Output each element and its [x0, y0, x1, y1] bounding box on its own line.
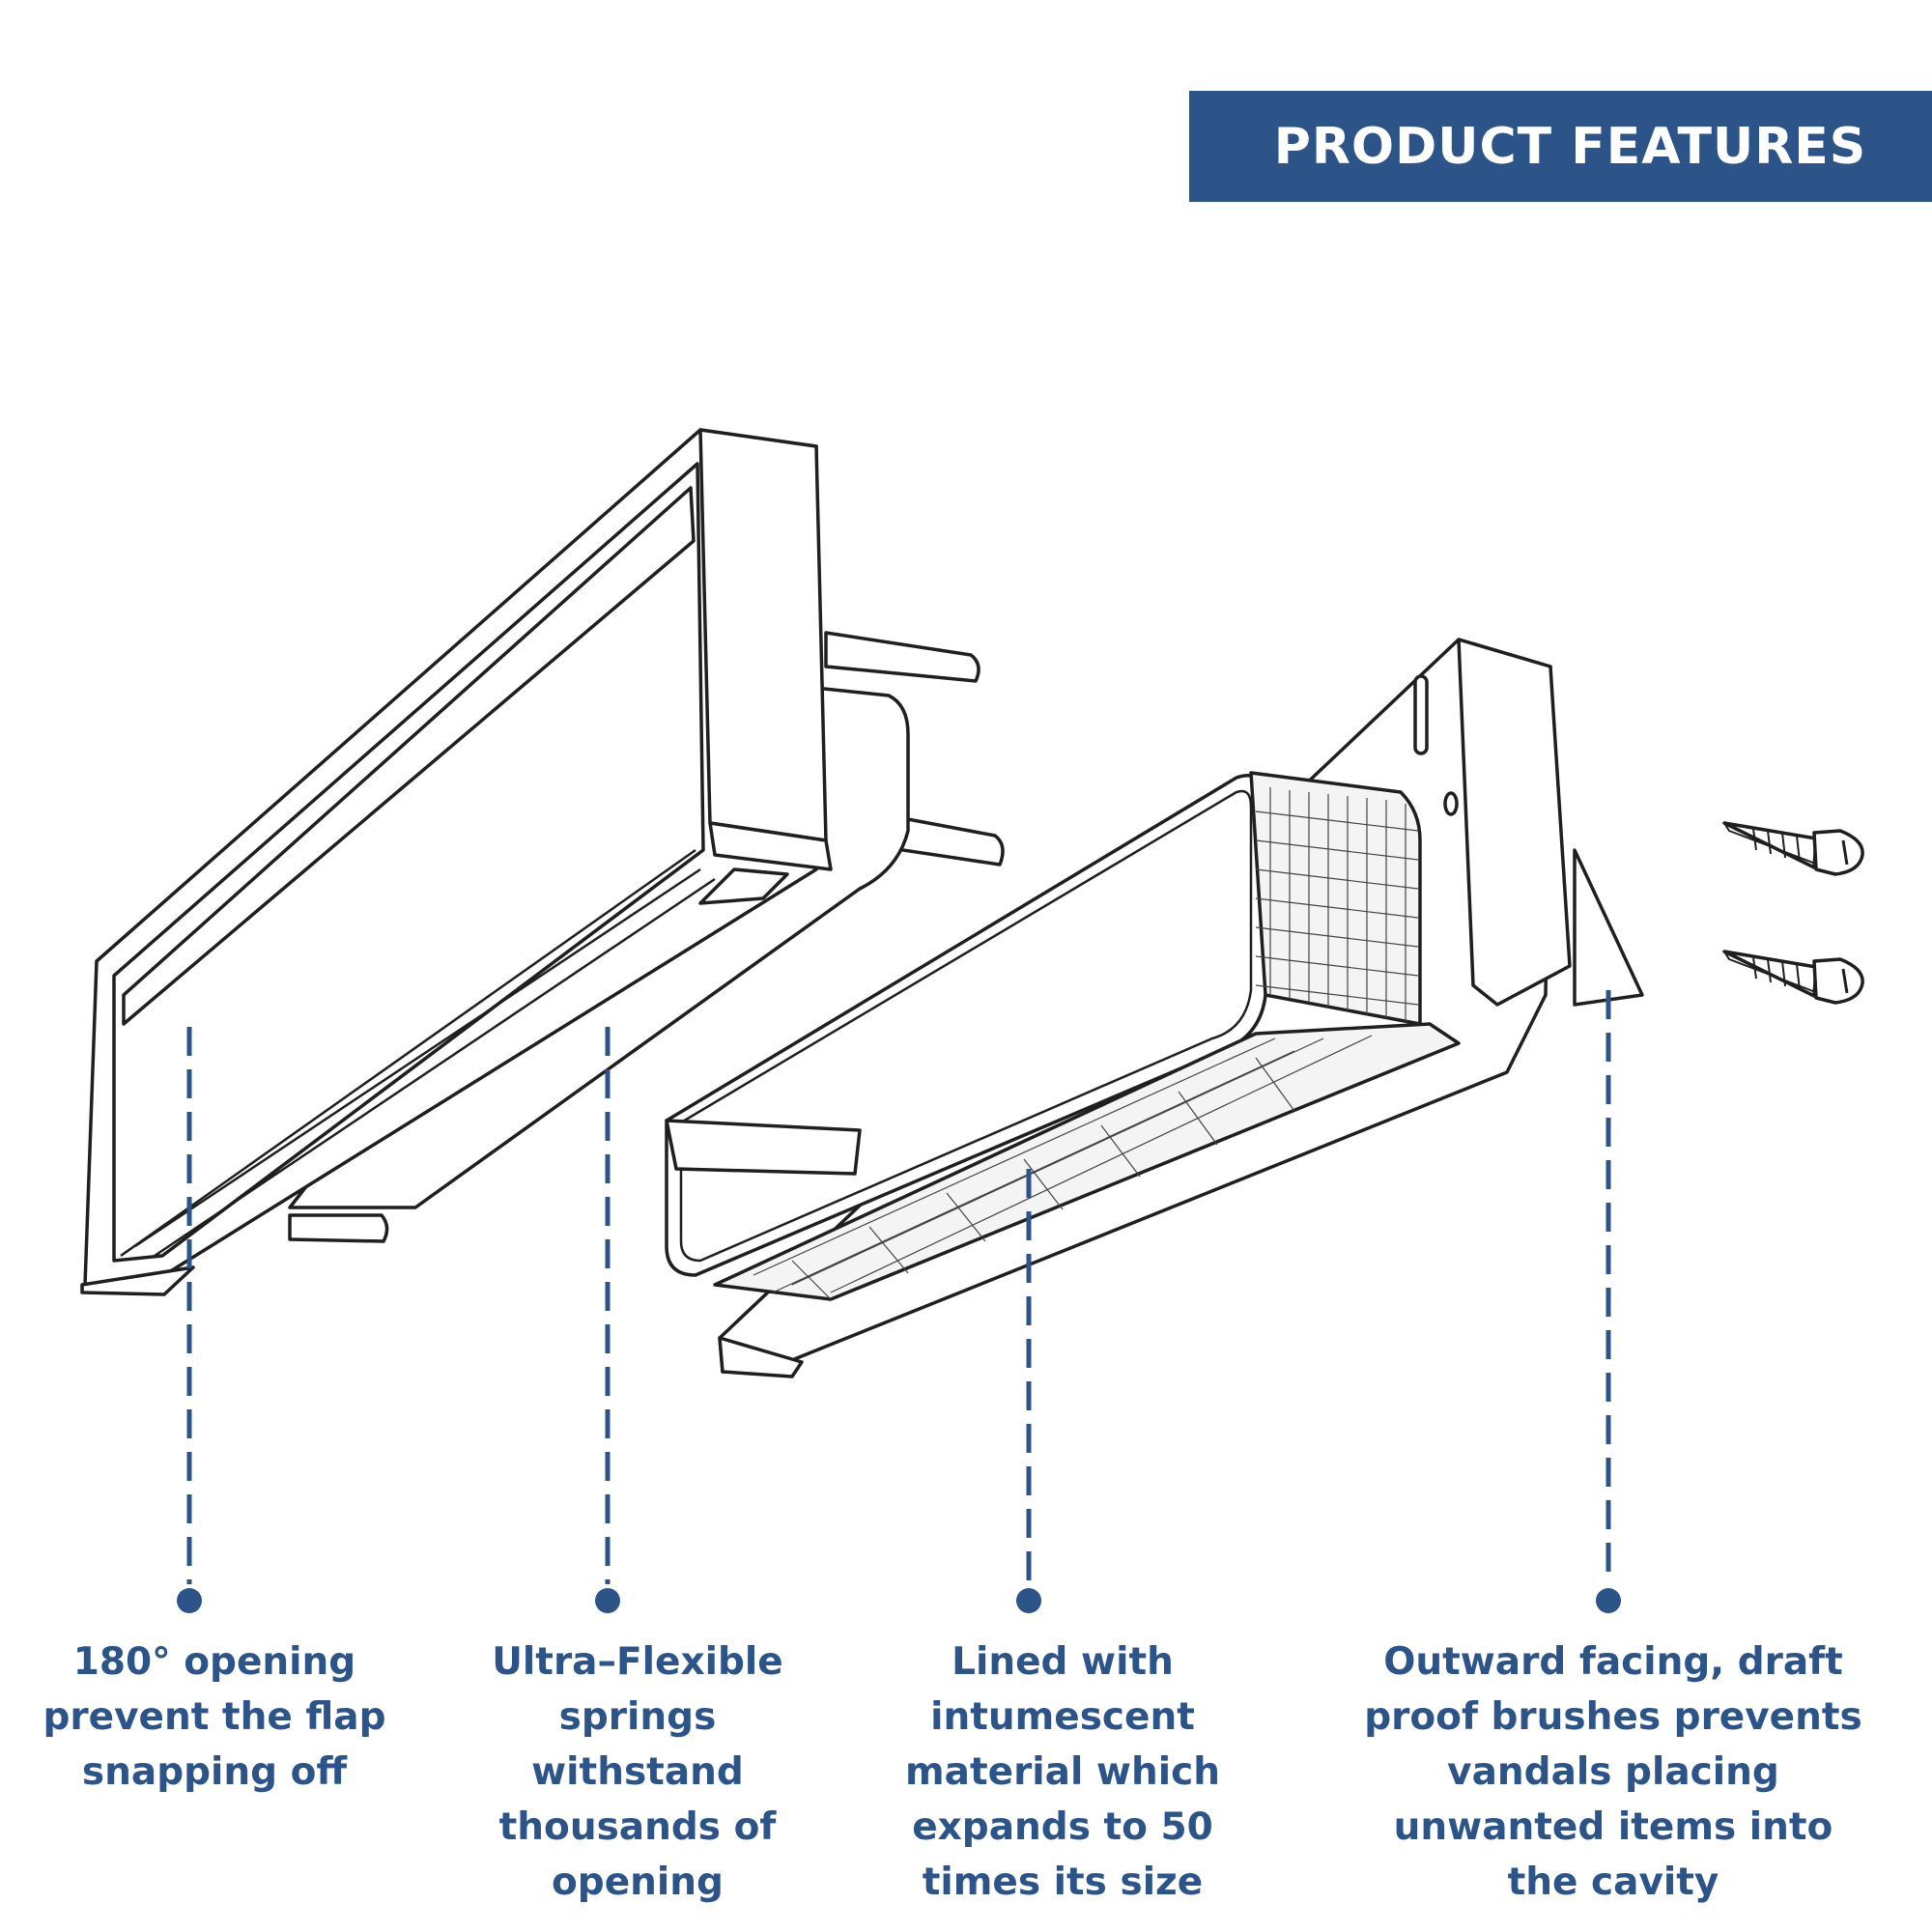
leader-dot-4 — [1596, 1588, 1621, 1613]
product-features-banner: PRODUCT FEATURES — [1189, 91, 1932, 202]
banner-title: PRODUCT FEATURES — [1273, 117, 1867, 176]
leader-dot-3 — [1016, 1588, 1041, 1613]
feature-label-1: 180° opening prevent the flap snapping o… — [43, 1640, 386, 1794]
sleeve-illustration — [665, 638, 1644, 1378]
callout-dots — [177, 1588, 1621, 1613]
feature-label-3: Lined with intumescent material which ex… — [905, 1640, 1220, 1904]
leader-dot-2 — [595, 1588, 620, 1613]
feature-label-4: Outward facing, draft proof brushes prev… — [1364, 1640, 1862, 1904]
feature-label-2: Ultra–Flexible springs withstand thousan… — [492, 1640, 783, 1904]
letter-plate-illustration — [80, 428, 1005, 1296]
callout-leaders — [186, 990, 1611, 1584]
screws-illustration — [1722, 821, 1864, 1005]
leader-dot-1 — [177, 1588, 202, 1613]
